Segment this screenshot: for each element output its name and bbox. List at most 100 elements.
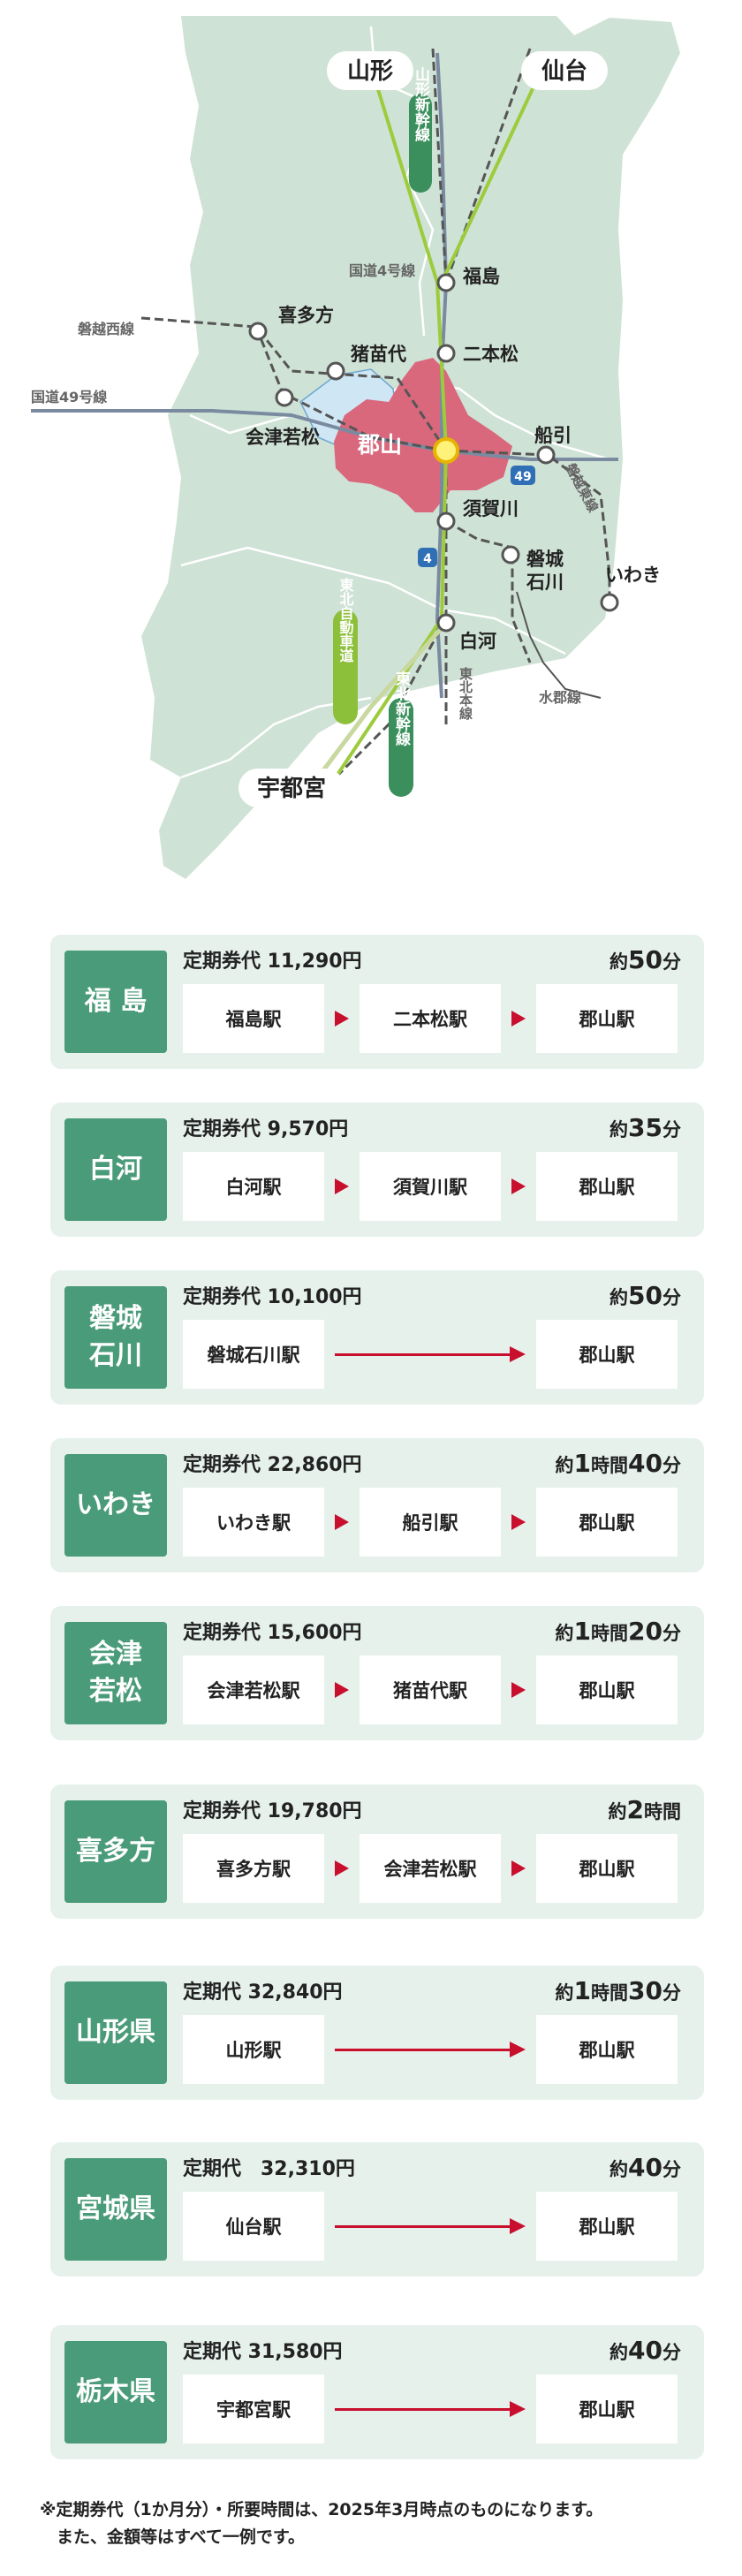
time-prefix: 約 [555,1455,574,1476]
station-origin: 仙台駅 [183,2192,324,2261]
travel-time: 約1時間30分 [556,1976,681,2005]
highway-tohoku [303,617,452,797]
fare-label: 定期代 31,580円 [183,2341,343,2363]
station-koriyama-dot [433,437,459,464]
fare-label: 定期券代 9,570円 [183,1118,349,1140]
fare-label: 定期代 32,840円 [183,1981,343,2004]
pill-utsunomiya [238,769,344,807]
label-iwaki-ishikawa-2: 石川 [526,572,564,593]
station-origin: 宇都宮駅 [183,2375,324,2443]
route-card-iwaki: いわき 定期券代 22,860円 約1時間40分 いわき駅 船引駅 郡山駅 [50,1438,704,1572]
city-label: 栃木県 [64,2341,167,2443]
station-destination: 郡山駅 [536,1320,678,1389]
time-value-2: 40 [628,1449,662,1478]
travel-time: 約35分 [610,1113,681,1142]
time-suffix: 分 [662,1119,681,1140]
map-text-labels: 国道4号線 福島 喜多方 磐越西線 猪苗代 二本松 国道49号線 会津若松 郡山… [31,262,661,721]
station-iwakiishikawa-dot [501,545,520,564]
city-label: いわき [64,1454,167,1557]
time-prefix: 約 [610,2159,629,2180]
arrow-icon [511,1514,526,1530]
time-prefix: 約 [555,1623,574,1644]
station-transfer: 猪苗代駅 [360,1655,501,1724]
label-iwaki-ishikawa-1: 磐城 [526,549,564,570]
label-utsunomiya: 宇都宮 [257,775,326,802]
pill-yamagata [327,51,413,90]
time-suffix: 分 [662,1982,681,2004]
route49-label: 49 [514,470,531,484]
arrow-icon [511,1011,526,1027]
time-mid: 時間 [591,1982,629,2004]
label-kitakata: 喜多方 [278,305,334,326]
route4-label: 4 [423,552,432,566]
station-origin: いわき駅 [183,1488,324,1557]
time-suffix: 分 [662,951,681,973]
arrow-icon [335,1682,349,1698]
fare-label: 定期券代 15,600円 [183,1622,362,1644]
station-funehiki-dot [536,445,556,465]
badge-yamagata-shinkansen [409,94,432,193]
time-prefix: 約 [610,1287,629,1308]
station-nihonmatsu-dot [436,344,456,363]
long-arrow-icon [335,2401,526,2417]
arrow-icon [335,1178,349,1194]
station-inawashiro-dot [326,361,345,381]
travel-time: 約50分 [610,1281,681,1310]
station-shirakawa-dot [436,613,456,633]
label-tohoku-shinkansen: 東北新幹線 [392,670,411,746]
time-suffix: 分 [662,1455,681,1476]
route-map: 49 4 山形 仙台 宇都宮 山形新幹線 東北自動車道 東北新幹線 国道4号線 … [31,16,680,879]
time-prefix: 約 [610,1119,629,1140]
city-label: 白河 [64,1118,167,1221]
route-card-shirakawa: 白河 定期券代 9,570円 約35分 白河駅 須賀川駅 郡山駅 [50,1102,704,1237]
station-transfer: 船引駅 [360,1488,501,1557]
city-label: 会津 若松 [64,1622,167,1724]
city-label: 磐城 石川 [64,1286,167,1389]
time-value: 1 [573,1976,592,2005]
station-origin: 山形駅 [183,2015,324,2084]
time-value: 1 [573,1449,592,1478]
travel-time: 約1時間40分 [556,1449,681,1478]
city-label: 福 島 [64,951,167,1053]
footnote-line-1: ※定期券代（1か月分）・所要時間は、2025年3月時点のものになります。 [40,2500,603,2519]
travel-time: 約40分 [610,2153,681,2182]
travel-time: 約2時間 [609,1795,681,1824]
fare-label: 定期券代 10,100円 [183,1286,362,1308]
route4-shield [418,548,437,567]
fare-label: 定期券代 19,780円 [183,1800,362,1822]
time-suffix: 分 [662,2342,681,2363]
label-kokudo49: 国道49号線 [31,389,107,405]
long-arrow-icon [335,1346,526,1362]
city-label: 山形県 [64,1981,167,2084]
travel-time: 約40分 [610,2336,681,2365]
station-destination: 郡山駅 [536,1152,678,1221]
label-sendai: 仙台 [541,57,587,85]
station-destination: 郡山駅 [536,2192,678,2261]
route-card-miyagi: 宮城県 定期代 32,310円 約40分 仙台駅 郡山駅 [50,2142,704,2277]
time-value-2: 20 [628,1617,662,1646]
station-fukushima-dot [436,273,456,292]
route49-shield [511,466,535,485]
station-destination: 郡山駅 [536,1655,678,1724]
time-suffix: 分 [662,1623,681,1644]
arrow-icon [511,1682,526,1698]
label-funehiki: 船引 [534,425,572,446]
station-destination: 郡山駅 [536,984,678,1053]
route-suigun-line [516,591,602,699]
route-card-fukushima: 福 島 定期券代 11,290円 約50分 福島駅 二本松駅 郡山駅 [50,935,704,1069]
time-suffix: 分 [662,1287,681,1308]
station-transfer: 須賀川駅 [360,1152,501,1221]
time-prefix: 約 [555,1982,574,2004]
time-prefix: 約 [610,951,629,973]
station-dots [248,273,619,633]
label-yamagata: 山形 [347,58,393,85]
time-suffix: 時間 [644,1801,681,1822]
station-aizuwakamatsu-dot [275,388,294,407]
station-destination: 郡山駅 [536,2375,678,2443]
fare-label: 定期代 32,310円 [183,2158,355,2180]
station-origin: 磐城石川駅 [183,1320,324,1389]
label-kokudo4: 国道4号線 [349,262,415,279]
label-iwaki-ishikawa: 磐城 石川 [526,549,570,593]
station-iwaki-dot [600,593,619,612]
station-destination: 郡山駅 [536,1834,678,1903]
